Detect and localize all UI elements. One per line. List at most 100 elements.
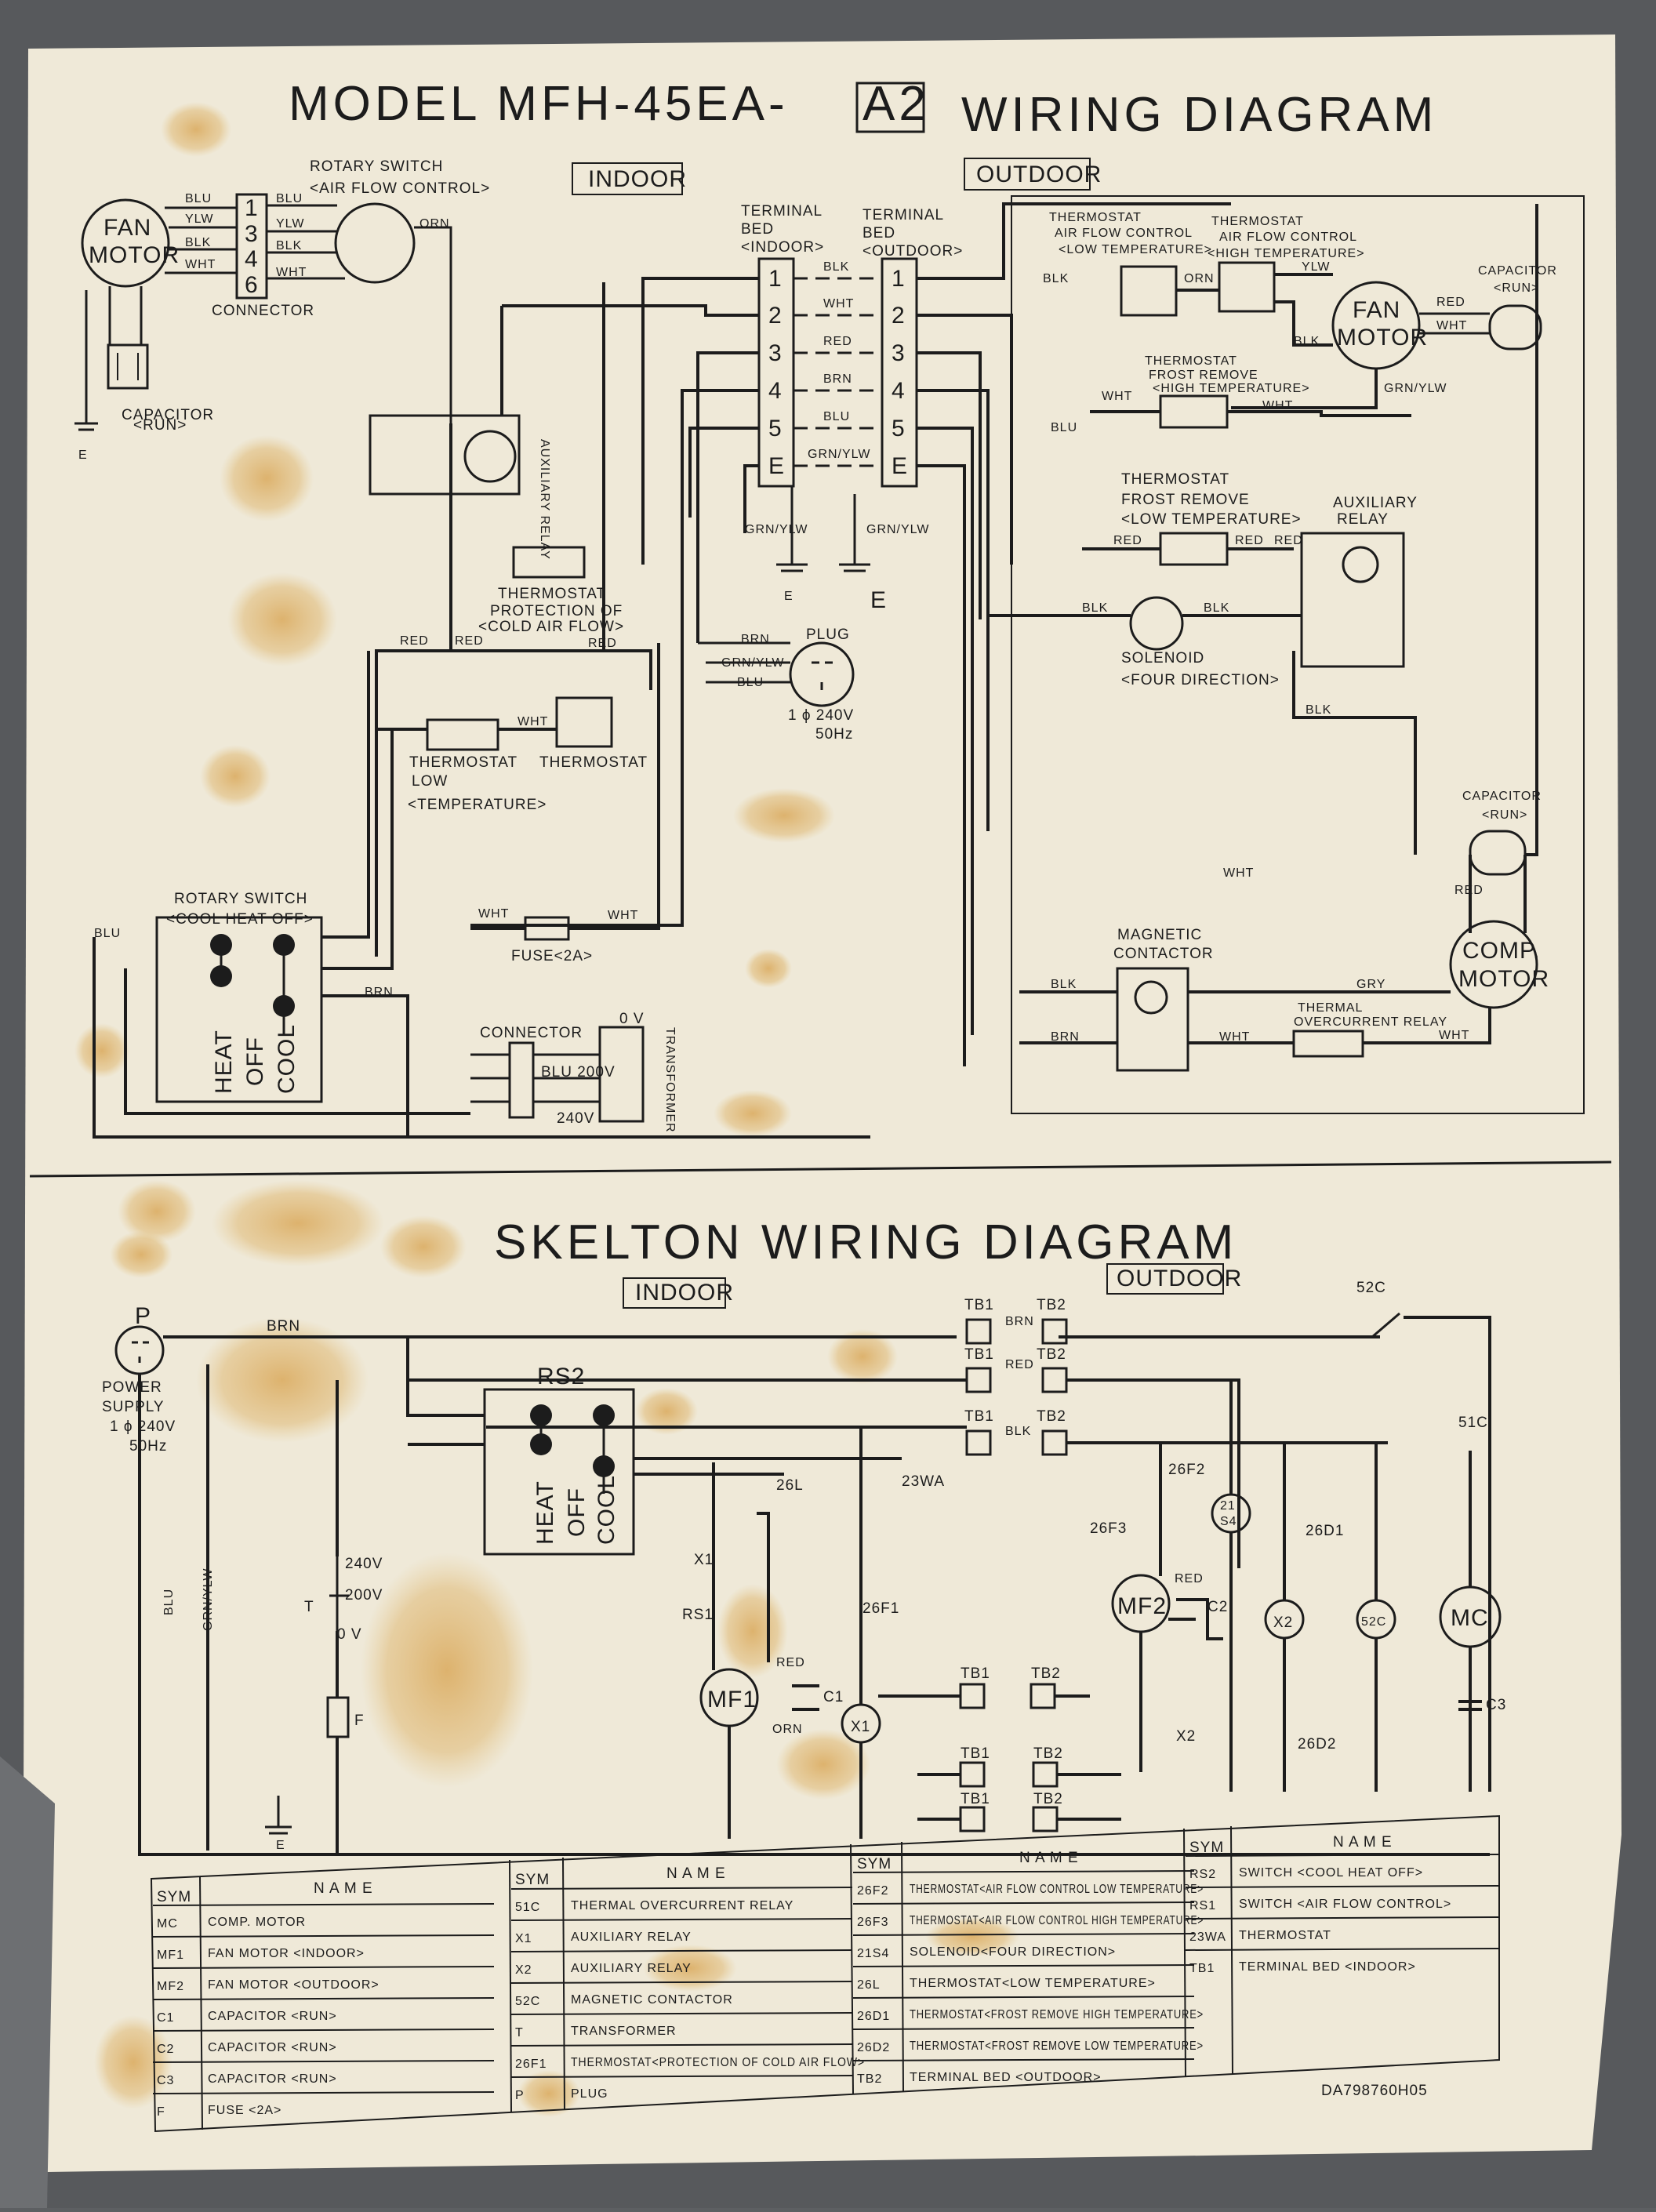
svg-text:THERMOSTAT: THERMOSTAT: [1121, 471, 1229, 488]
svg-text:BRN: BRN: [823, 372, 852, 386]
legend-row-divider: [152, 1934, 495, 1938]
svg-text:RED: RED: [1235, 534, 1264, 547]
legend-symbol: RS2: [1189, 1868, 1216, 1881]
svg-text:THERMAL: THERMAL: [1298, 1001, 1363, 1015]
legend-row-divider: [510, 2075, 853, 2078]
svg-text:WHT: WHT: [518, 715, 548, 728]
svg-text:RELAY: RELAY: [1337, 511, 1389, 528]
svg-text:3: 3: [768, 340, 783, 366]
svg-text:WHT: WHT: [1102, 390, 1132, 403]
outdoor-fan-capacitor: [1488, 304, 1542, 351]
svg-text:<COLD AIR FLOW>: <COLD AIR FLOW>: [478, 619, 624, 635]
svg-text:THERMOSTAT: THERMOSTAT: [498, 586, 606, 602]
svg-text:BRN: BRN: [365, 986, 394, 999]
svg-text:TB2: TB2: [1033, 1791, 1063, 1807]
svg-text:AIR FLOW CONTROL: AIR FLOW CONTROL: [1219, 231, 1357, 244]
legend-row-divider: [510, 1949, 853, 1952]
svg-text:1: 1: [892, 266, 906, 292]
svg-text:21: 21: [1220, 1499, 1236, 1513]
svg-text:N A M E: N A M E: [314, 1880, 373, 1897]
svg-text:51C: 51C: [1458, 1415, 1488, 1431]
svg-text:GRN/YLW: GRN/YLW: [1384, 382, 1447, 395]
legend-name: CAPACITOR <RUN>: [208, 2010, 337, 2023]
svg-text:200V: 200V: [345, 1587, 383, 1604]
svg-text:N A M E: N A M E: [666, 1865, 726, 1882]
svg-text:BLK: BLK: [1306, 703, 1331, 717]
svg-text:ROTARY SWITCH: ROTARY SWITCH: [174, 891, 307, 907]
svg-text:SOLENOID: SOLENOID: [1121, 650, 1204, 667]
legend-name: THERMOSTAT<LOW TEMPERATURE>: [910, 1977, 1156, 1990]
transformer-connector: [508, 1041, 535, 1119]
rs2-switch: [483, 1388, 635, 1556]
svg-text:TB2: TB2: [1033, 1745, 1063, 1762]
legend-name: THERMAL OVERCURRENT RELAY: [571, 1899, 794, 1912]
svg-text:BLU: BLU: [276, 192, 303, 205]
svg-text:BRN: BRN: [1051, 1030, 1080, 1044]
svg-text:MF1: MF1: [707, 1687, 757, 1713]
svg-text:1 ϕ 240V: 1 ϕ 240V: [788, 707, 854, 724]
svg-text:OFF: OFF: [564, 1487, 590, 1537]
svg-text:5: 5: [768, 416, 783, 441]
svg-text:E: E: [892, 453, 908, 479]
svg-text:X1: X1: [851, 1719, 870, 1735]
svg-text:26D1: 26D1: [1306, 1523, 1344, 1539]
svg-text:COOL: COOL: [594, 1475, 619, 1545]
legend-name: THERMOSTAT<FROST REMOVE HIGH TEMPERATURE…: [910, 2008, 1204, 2021]
svg-text:MOTOR: MOTOR: [1337, 325, 1428, 351]
legend-name: CAPACITOR <RUN>: [208, 2072, 337, 2086]
legend-symbol: 26D2: [857, 2041, 890, 2054]
legend-symbol: 23WA: [1189, 1931, 1226, 1944]
svg-text:S4: S4: [1220, 1515, 1237, 1528]
svg-text:T: T: [304, 1599, 314, 1615]
legend-name: SWITCH <COOL HEAT OFF>: [1239, 1866, 1423, 1880]
svg-text:OFF: OFF: [242, 1037, 268, 1086]
svg-text:SUPPLY: SUPPLY: [102, 1399, 165, 1415]
svg-text:C2: C2: [1208, 1599, 1228, 1615]
svg-text:ORN: ORN: [419, 217, 450, 231]
svg-text:X2: X2: [1176, 1728, 1196, 1745]
legend-name: AUXILIARY RELAY: [571, 1962, 692, 1975]
legend-row-divider: [852, 1964, 1195, 1967]
svg-text:26F1: 26F1: [862, 1600, 899, 1617]
svg-text:COMP.: COMP.: [1462, 938, 1540, 964]
legend-name: THERMOSTAT<FROST REMOVE LOW TEMPERATURE>: [910, 2039, 1204, 2053]
svg-text:MOTOR: MOTOR: [1458, 966, 1549, 992]
svg-text:TB2: TB2: [1031, 1665, 1061, 1682]
svg-text:BLU: BLU: [1051, 421, 1077, 434]
svg-text:RED: RED: [1175, 1572, 1204, 1585]
svg-text:RED: RED: [455, 634, 484, 648]
motor-connector: [235, 193, 268, 300]
svg-text:LOW: LOW: [412, 773, 448, 790]
legend-name: PLUG: [571, 2087, 608, 2101]
legend-row-divider: [510, 1918, 853, 1921]
indoor-label: INDOOR: [588, 166, 687, 192]
legend-name: THERMOSTAT<PROTECTION OF COLD AIR FLOW>: [571, 2056, 865, 2069]
svg-text:WHT: WHT: [1262, 399, 1293, 412]
svg-text:WHT: WHT: [185, 258, 216, 271]
legend-symbol: 21S4: [857, 1947, 889, 1960]
svg-text:BLK: BLK: [1082, 601, 1108, 615]
compressor-capacitor: [1469, 830, 1527, 876]
legend-name: CAPACITOR <RUN>: [208, 2041, 337, 2054]
svg-text:TB1: TB1: [961, 1745, 990, 1762]
svg-text:3: 3: [245, 221, 259, 247]
svg-text:GRY: GRY: [1356, 978, 1385, 991]
upper-wiring-diagram: FAN MOTOR 1 3 4 6 CONNECTOR BLU YLW BLK …: [74, 158, 1585, 1139]
legend-symbol: 26D1: [857, 2010, 890, 2023]
legend-symbol: F: [157, 2105, 165, 2119]
svg-text:RS1: RS1: [682, 1607, 714, 1623]
plug-outlet: [789, 641, 855, 707]
svg-text:BLU: BLU: [185, 192, 212, 205]
stain-marks: [74, 102, 1019, 2117]
transformer: [598, 1026, 645, 1123]
legend-header-row: SYM N A M E SYM N A M E SYM N A M E SYM …: [157, 1834, 1392, 1905]
legend-row-divider: [852, 1901, 1195, 1905]
legend-symbol: TB2: [857, 2072, 882, 2086]
legend-table: SYM N A M E SYM N A M E SYM N A M E SYM …: [150, 1814, 1500, 2133]
svg-text:BLK: BLK: [276, 239, 302, 252]
svg-text:AUXILIARY RELAY: AUXILIARY RELAY: [538, 439, 551, 560]
svg-text:RED: RED: [776, 1656, 805, 1669]
svg-text:TERMINAL: TERMINAL: [741, 203, 823, 220]
svg-text:HEAT: HEAT: [211, 1030, 237, 1094]
skelton-wiring-diagram: P POWER SUPPLY 1 ϕ 240V 50Hz BRN BLU GRN…: [102, 1280, 1505, 1856]
